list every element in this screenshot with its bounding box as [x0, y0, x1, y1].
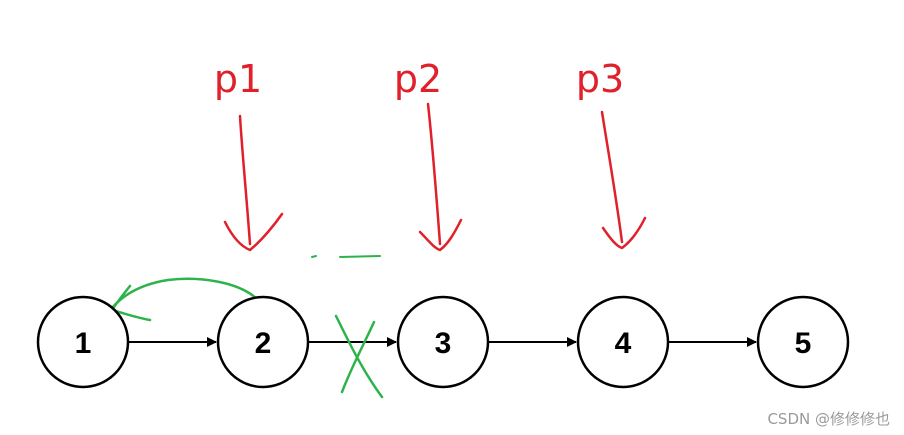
pointer-arrow-p1 — [223, 114, 284, 252]
green-marks — [311, 255, 381, 258]
pointer-arrow-p2 — [418, 102, 463, 252]
node-2: 2 — [216, 295, 310, 389]
node-3: 3 — [396, 295, 490, 389]
pointer-arrow-p3 — [600, 110, 647, 250]
node-1-label: 1 — [75, 327, 92, 360]
node-4: 4 — [576, 295, 670, 389]
pointer-label-p2: p2 — [394, 57, 442, 101]
cross-out-mark — [334, 314, 384, 399]
node-1: 1 — [36, 295, 130, 389]
watermark: CSDN @修修修也 — [767, 410, 890, 428]
node-3-label: 3 — [435, 327, 452, 360]
node-5-label: 5 — [795, 327, 812, 360]
node-2-label: 2 — [255, 327, 272, 360]
pointer-label-p3: p3 — [576, 57, 624, 101]
node-5: 5 — [756, 295, 850, 389]
pointer-label-p1: p1 — [214, 57, 262, 101]
node-4-label: 4 — [615, 327, 632, 360]
